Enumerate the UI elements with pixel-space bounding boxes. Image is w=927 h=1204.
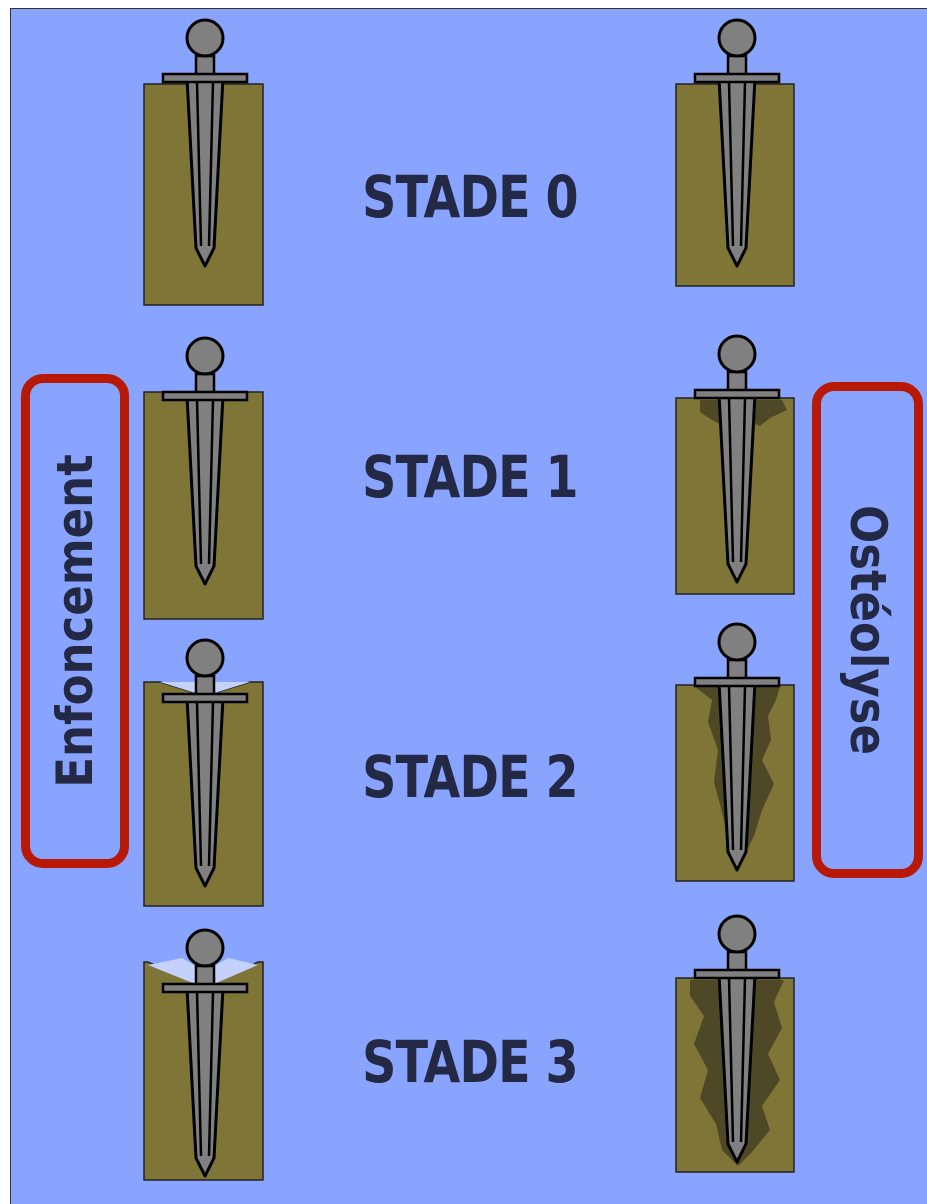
left-stage-1-implant	[143, 336, 264, 620]
right-stage-3-implant	[675, 914, 795, 1173]
left-stage-0-implant	[143, 18, 264, 306]
enfoncement-box: Enfoncement	[21, 374, 129, 868]
osteolyse-box: Ostéolyse	[812, 382, 923, 878]
right-stage-0-implant	[675, 18, 795, 287]
enfoncement-label: Enfoncement	[46, 454, 104, 788]
left-stage-2-implant	[143, 638, 264, 907]
osteolyse-label: Ostéolyse	[838, 504, 897, 756]
stage-2-label: STADE 2	[362, 743, 579, 811]
stage-0-label: STADE 0	[362, 163, 579, 231]
right-stage-2-implant	[675, 622, 795, 882]
right-stage-1-implant	[675, 334, 795, 595]
left-stage-3-implant	[143, 928, 264, 1181]
stage-3-label: STADE 3	[362, 1028, 579, 1096]
stage-1-label: STADE 1	[362, 443, 579, 511]
